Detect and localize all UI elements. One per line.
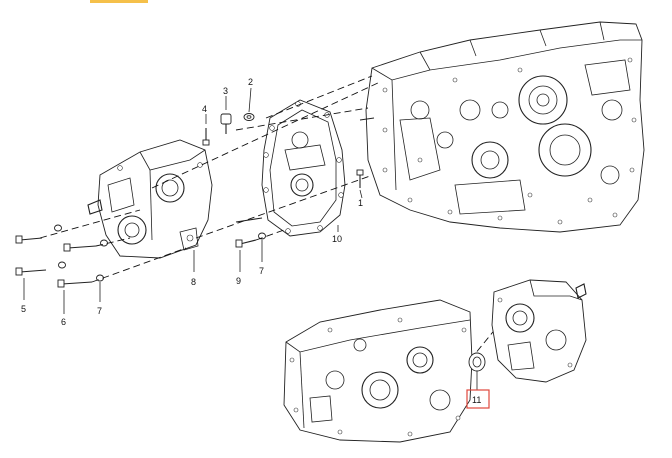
callout-10: 10 [332,234,342,244]
callout-5: 5 [21,304,26,314]
callout-7-left: 7 [97,306,102,316]
pump-assembly-lower [491,279,587,383]
top-tab-marker [90,0,148,3]
callout-11[interactable]: 11 [472,395,481,405]
part-11-seal [468,352,486,390]
pump-assembly-8 [87,139,213,259]
callout-9: 9 [236,276,241,286]
bolt-9 [235,217,263,248]
callout-6: 6 [61,317,66,327]
assembly-guides [39,75,507,361]
leader-lines [23,87,363,314]
callout-4: 4 [202,104,207,114]
stud-upper-right [359,117,375,121]
callouts: 1 2 3 4 5 6 7 7 8 9 10 11 [21,77,490,409]
cover-plate-10 [261,99,346,237]
callout-1: 1 [358,198,363,208]
washer-2 [243,113,255,121]
callout-11-highlight[interactable] [466,389,490,409]
bolts-5 [15,235,47,276]
callout-2: 2 [248,77,253,87]
bolt-4 [202,128,210,146]
callout-8: 8 [191,277,196,287]
callout-7-right: 7 [259,266,264,276]
bolt-3 [220,113,232,134]
engine-block-upper [365,21,645,233]
bolts-6 [57,243,97,288]
callout-3: 3 [223,86,228,96]
stud-1 [356,169,364,188]
engine-block-lower [283,299,473,443]
